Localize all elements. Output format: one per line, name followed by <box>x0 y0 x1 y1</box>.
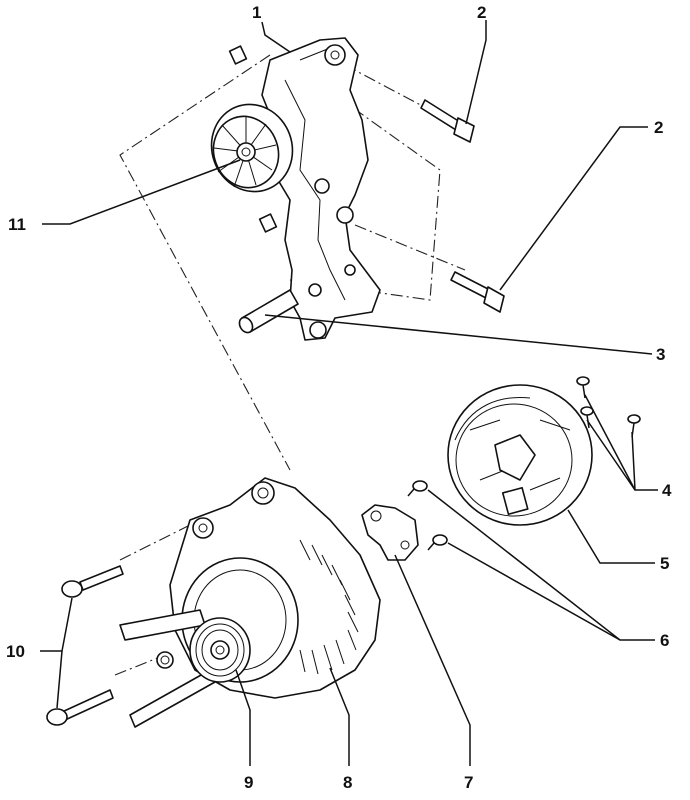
alternator-bracket <box>228 37 381 341</box>
regulator-screws <box>407 480 448 551</box>
bracket-bolt-upper <box>420 99 475 143</box>
alternator-mount-bolt-upper <box>61 565 124 598</box>
callout-11: 11 <box>8 215 26 234</box>
callout-1: 1 <box>252 3 261 22</box>
alternator-body <box>156 477 381 699</box>
callout-6: 6 <box>660 631 669 650</box>
cover-screws <box>576 376 641 438</box>
callout-4: 4 <box>662 481 672 500</box>
callout-labels: 1 2 2 3 4 5 6 7 8 9 10 11 <box>6 3 672 792</box>
alternator-pulley <box>119 609 251 728</box>
callout-2-lower: 2 <box>654 118 663 137</box>
bracket-sleeve <box>238 289 299 334</box>
voltage-regulator <box>361 504 419 561</box>
callout-2-upper: 2 <box>477 3 486 22</box>
callout-7: 7 <box>464 773 473 792</box>
alternator-mount-bolt-lower <box>46 689 114 726</box>
callout-8: 8 <box>343 773 352 792</box>
callout-3: 3 <box>656 345 665 364</box>
tensioner-pulley <box>210 103 294 193</box>
alternator-rear-cover <box>447 384 593 526</box>
callout-10: 10 <box>6 642 25 661</box>
assembly-guide-lines <box>114 54 466 676</box>
bracket-bolt-lower <box>450 271 505 313</box>
leader-lines <box>40 20 658 766</box>
callout-5: 5 <box>660 554 669 573</box>
callout-9: 9 <box>244 773 253 792</box>
